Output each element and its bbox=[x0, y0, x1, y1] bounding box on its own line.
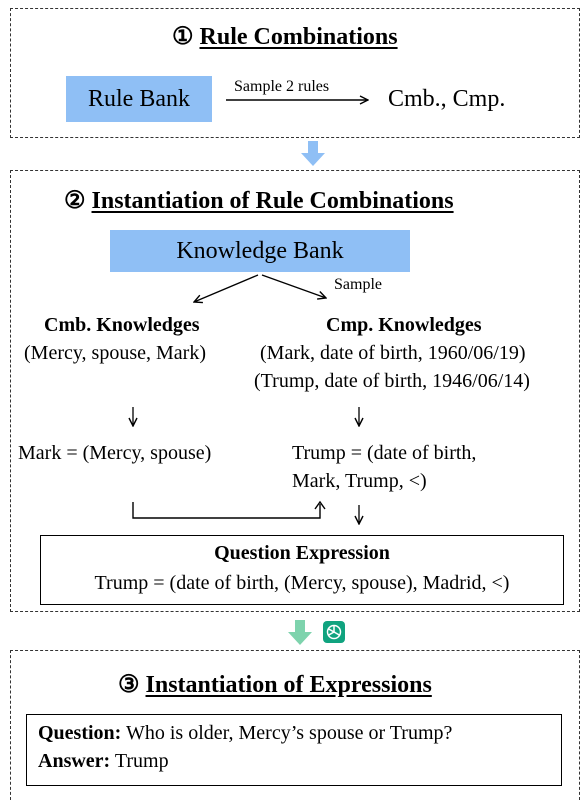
chatgpt-logo-icon bbox=[323, 621, 345, 643]
rule-bank-box: Rule Bank bbox=[66, 76, 212, 122]
section-instantiation-rule-combinations bbox=[10, 170, 580, 612]
question-text: Who is older, Mercy’s spouse or Trump? bbox=[121, 722, 453, 744]
sample-rules-label: Sample 2 rules bbox=[234, 78, 330, 95]
section3-title: ③ Instantiation of Expressions bbox=[118, 670, 432, 699]
section3-title-text: Instantiation of Expressions bbox=[145, 672, 432, 698]
cmb-expression: Mark = (Mercy, spouse) bbox=[18, 442, 212, 464]
cmp-triple-1: (Mark, date of birth, 1960/06/19) bbox=[260, 342, 526, 364]
section2-number: ② bbox=[64, 188, 86, 214]
section1-title-text: Rule Combinations bbox=[199, 24, 398, 50]
rule-output-text: Cmb., Cmp. bbox=[388, 86, 506, 112]
qa-box bbox=[26, 714, 562, 786]
question-expression-text: Trump = (date of birth, (Mercy, spouse),… bbox=[94, 572, 510, 594]
answer-line: Answer: Trump bbox=[38, 750, 169, 773]
cmb-knowledges-heading: Cmb. Knowledges bbox=[44, 314, 200, 336]
substitution-connector bbox=[132, 502, 321, 519]
section-instantiation-expressions bbox=[10, 650, 580, 800]
down-arrow-icon bbox=[301, 141, 325, 166]
section2-title-text: Instantiation of Rule Combinations bbox=[91, 188, 454, 214]
question-expression-heading: Question Expression bbox=[214, 542, 390, 564]
answer-label: Answer: bbox=[38, 750, 111, 772]
cmp-knowledges-heading: Cmp. Knowledges bbox=[326, 314, 482, 336]
sample-label: Sample bbox=[334, 276, 382, 293]
section1-number: ① bbox=[172, 24, 194, 50]
section-rule-combinations bbox=[10, 8, 580, 138]
section2-title: ② Instantiation of Rule Combinations bbox=[64, 186, 454, 215]
cmp-triple-2: (Trump, date of birth, 1946/06/14) bbox=[254, 370, 530, 392]
knowledge-bank-box: Knowledge Bank bbox=[110, 230, 410, 272]
fork-arrow-right bbox=[261, 274, 326, 298]
answer-text: Trump bbox=[110, 750, 169, 772]
question-label: Question: bbox=[38, 722, 122, 744]
question-line: Question: Who is older, Mercy’s spouse o… bbox=[38, 722, 452, 745]
section3-number: ③ bbox=[118, 672, 140, 698]
question-expression-box bbox=[40, 535, 564, 605]
section1-title: ① Rule Combinations bbox=[172, 22, 398, 51]
cmp-expression-line-1: Trump = (date of birth, bbox=[292, 442, 477, 464]
cmp-expression-line-2: Mark, Trump, <) bbox=[292, 470, 427, 492]
fork-arrow-left bbox=[194, 274, 259, 302]
cmb-triple: (Mercy, spouse, Mark) bbox=[24, 342, 206, 364]
down-arrow-icon-2 bbox=[288, 620, 312, 645]
